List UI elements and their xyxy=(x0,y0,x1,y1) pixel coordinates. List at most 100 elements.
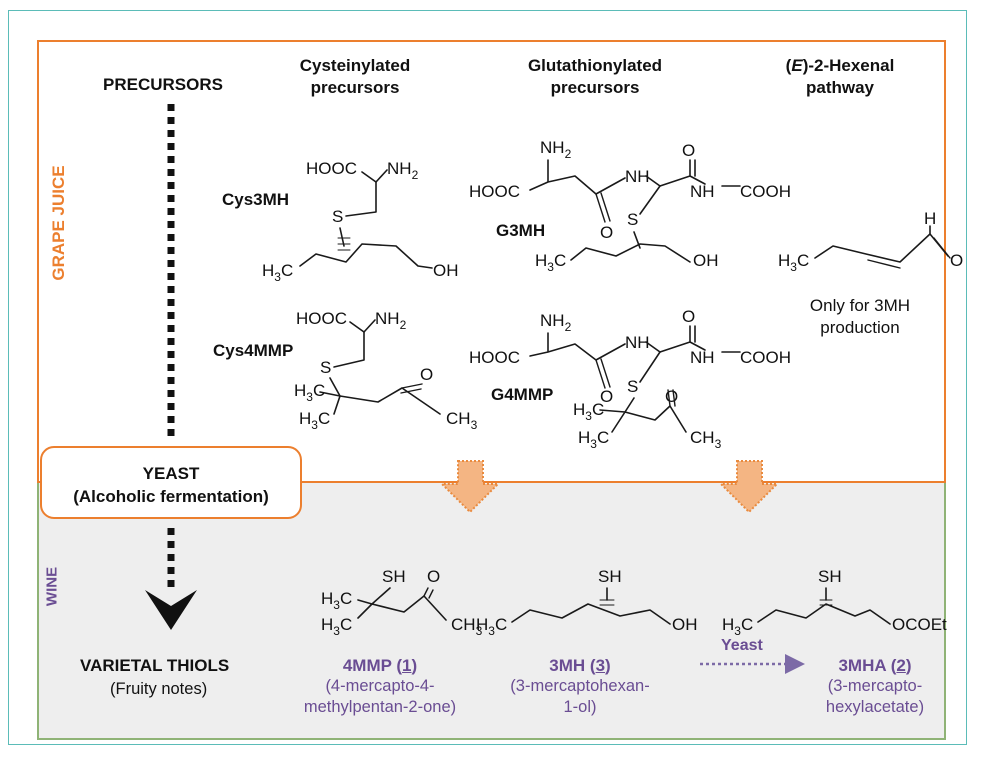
product-3mh-number: 3 xyxy=(595,656,606,675)
product-3mh-name: 3MH (3) xyxy=(495,656,665,676)
hexenal-name: )-2-Hexenal xyxy=(802,56,895,75)
product-4mmp-abbr: 4MMP ( xyxy=(342,656,403,675)
hexenal-paren: ( xyxy=(785,56,792,75)
cysteinylated-header-line2: precursors xyxy=(310,78,400,97)
hexenal-header-line1: (E)-2-Hexenal xyxy=(765,55,915,77)
svg-text:HOOC: HOOC xyxy=(296,309,347,328)
svg-text:O: O xyxy=(420,365,433,384)
hexenal-e-isomer: E xyxy=(791,56,803,75)
svg-text:OH: OH xyxy=(693,251,719,270)
svg-text:NH2: NH2 xyxy=(387,159,419,182)
svg-text:O: O xyxy=(427,567,440,586)
product-4mmp-desc2: methylpentan-2-one) xyxy=(303,698,457,716)
cys4mmp-label: Cys4MMP xyxy=(213,341,294,360)
svg-text:H: H xyxy=(924,209,936,228)
svg-text:SH: SH xyxy=(598,567,622,586)
g4mmp-label: G4MMP xyxy=(491,385,554,404)
svg-text:O: O xyxy=(682,141,695,160)
precursors-heading: PRECURSORS xyxy=(103,75,223,94)
figure-frame xyxy=(8,10,967,745)
cys4mmp-structure: HOOC NH2 S O H3C H3C CH3 xyxy=(294,309,478,432)
hexenal-header-line2: pathway xyxy=(805,78,875,97)
svg-text:H3C: H3C xyxy=(476,615,507,638)
product-3mha-name: 3MHA (2) xyxy=(800,656,950,676)
svg-text:H3C: H3C xyxy=(578,428,609,451)
cys3mh-label: Cys3MH xyxy=(222,190,290,209)
svg-text:O: O xyxy=(600,387,613,406)
glutathionylated-header: Glutathionylated precursors xyxy=(510,55,680,99)
product-3mha: 3MHA (2) (3-mercapto- hexylacetate) xyxy=(800,656,950,718)
product-3mha-desc2: hexylacetate) xyxy=(825,698,925,716)
svg-text:HOOC: HOOC xyxy=(469,348,520,367)
flow-arrowhead xyxy=(145,590,197,630)
hexenal-note-line1: Only for 3MH xyxy=(809,296,911,315)
product-3mh-desc2: 1-ol) xyxy=(563,698,597,716)
cys3mh-structure: HOOC NH2 S H3C OH xyxy=(262,159,459,284)
product-3mha-number: 2 xyxy=(896,656,906,675)
product-3mh-desc1: (3-mercaptohexan- xyxy=(510,677,650,695)
svg-text:OH: OH xyxy=(433,261,459,280)
svg-text:H3C: H3C xyxy=(573,400,604,423)
fermentation-arrow-left xyxy=(439,460,501,514)
fruity-notes-label: (Fruity notes) xyxy=(110,680,208,698)
svg-text:O: O xyxy=(950,251,963,270)
yeast-title: YEAST xyxy=(142,464,200,483)
svg-text:COOH: COOH xyxy=(740,348,791,367)
wine-panel xyxy=(37,483,946,740)
svg-text:OH: OH xyxy=(672,615,698,634)
svg-text:H3C: H3C xyxy=(321,589,352,612)
product-4mmp-number: 1 xyxy=(402,656,412,675)
svg-text:S: S xyxy=(320,358,331,377)
cysteinylated-header: Cysteinylated precursors xyxy=(285,55,425,99)
svg-text:NH2: NH2 xyxy=(540,311,572,334)
svg-text:S: S xyxy=(332,207,343,226)
svg-text:CH3: CH3 xyxy=(446,409,478,432)
product-3mh: 3MH (3) (3-mercaptohexan- 1-ol) xyxy=(495,656,665,718)
varietal-thiols-label: VARIETAL THIOLS xyxy=(80,656,230,675)
svg-text:NH2: NH2 xyxy=(540,138,572,161)
svg-text:NH2: NH2 xyxy=(375,309,407,332)
svg-text:COOH: COOH xyxy=(740,182,791,201)
svg-text:S: S xyxy=(627,377,638,396)
svg-text:HOOC: HOOC xyxy=(469,182,520,201)
hexenal-note: Only for 3MH production xyxy=(800,295,920,339)
svg-text:S: S xyxy=(627,210,638,229)
g4mmp-structure: NH2 HOOC NH O O NH COOH S O H3C H3C CH3 xyxy=(469,307,791,451)
svg-text:H3C: H3C xyxy=(294,381,325,404)
g3mh-structure: NH2 HOOC NH O O NH COOH S H3C OH xyxy=(469,138,791,274)
svg-text:CH3: CH3 xyxy=(451,615,483,638)
svg-text:H3C: H3C xyxy=(778,251,809,274)
glutathionylated-header-line2: precursors xyxy=(550,78,640,97)
product-4mmp-desc1: (4-mercapto-4- xyxy=(325,677,435,695)
hexenal-structure: H3C H O xyxy=(778,209,963,274)
glutathionylated-header-line1: Glutathionylated xyxy=(527,56,663,75)
3mh-structure: SH H3C OH xyxy=(476,567,698,638)
product-3mha-paren: ) xyxy=(905,656,912,675)
cysteinylated-header-line1: Cysteinylated xyxy=(299,56,411,75)
svg-text:H3C: H3C xyxy=(299,409,330,432)
svg-text:HOOC: HOOC xyxy=(306,159,357,178)
4mmp-structure: SH O H3C H3C CH3 xyxy=(321,567,483,638)
product-4mmp-paren: ) xyxy=(411,656,418,675)
svg-text:H3C: H3C xyxy=(722,615,753,638)
yeast-box: YEAST (Alcoholic fermentation) xyxy=(40,446,302,519)
product-3mha-abbr: 3MHA ( xyxy=(838,656,897,675)
3mha-structure: SH H3C OCOEt xyxy=(722,567,947,638)
svg-text:H3C: H3C xyxy=(535,251,566,274)
svg-text:O: O xyxy=(665,387,678,406)
svg-text:OCOEt: OCOEt xyxy=(892,615,947,634)
svg-text:NH: NH xyxy=(625,167,650,186)
svg-text:H3C: H3C xyxy=(321,615,352,638)
product-4mmp: 4MMP (1) (4-mercapto-4- methylpentan-2-o… xyxy=(285,656,475,718)
fermentation-arrow-right xyxy=(718,460,780,514)
yeast-subtitle: (Alcoholic fermentation) xyxy=(73,487,269,506)
svg-text:SH: SH xyxy=(818,567,842,586)
svg-text:O: O xyxy=(682,307,695,326)
svg-text:CH3: CH3 xyxy=(690,428,722,451)
svg-text:H3C: H3C xyxy=(262,261,293,284)
svg-text:SH: SH xyxy=(382,567,406,586)
product-3mh-abbr: 3MH ( xyxy=(549,656,596,675)
g3mh-label: G3MH xyxy=(496,221,546,240)
grape-juice-panel xyxy=(37,40,946,483)
product-4mmp-name: 4MMP (1) xyxy=(285,656,475,676)
